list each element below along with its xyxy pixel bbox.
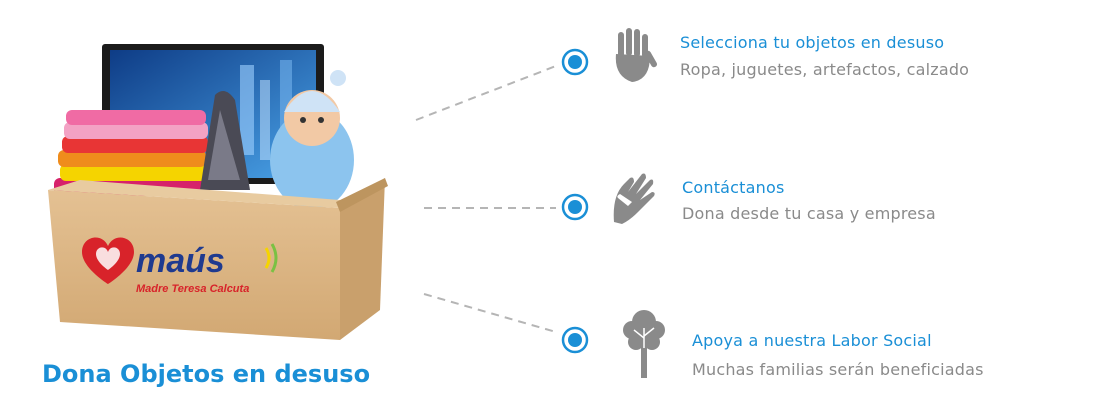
page-caption: Dona Objetos en desuso	[42, 360, 371, 388]
helping-hands-icon	[613, 173, 655, 224]
connector-line-1	[415, 65, 557, 121]
step-1-title: Selecciona tu objetos en desuso	[680, 33, 945, 52]
step-1-bullet	[561, 48, 589, 76]
hand-icon	[615, 28, 657, 82]
brand-tagline: Madre Teresa Calcuta	[136, 283, 249, 295]
maus-logo: maús Madre Teresa Calcuta	[82, 237, 278, 295]
step-3-bullet	[561, 326, 589, 354]
iron-image	[200, 91, 250, 190]
donation-box-illustration: maús Madre Teresa Calcuta	[48, 44, 388, 340]
baby-doll-image	[270, 70, 354, 210]
step-3-description: Muchas familias serán beneficiadas	[692, 360, 984, 379]
brand-name: maús	[136, 242, 225, 280]
cardboard-box-image	[48, 178, 388, 340]
tree-icon	[623, 310, 665, 378]
step-1-description: Ropa, juguetes, artefactos, calzado	[680, 60, 970, 79]
step-2-description: Dona desde tu casa y empresa	[682, 204, 936, 223]
step-2-title: Contáctanos	[682, 178, 785, 197]
connector-line-3	[423, 293, 557, 333]
step-3-title: Apoya a nuestra Labor Social	[692, 331, 932, 350]
step-2-bullet	[561, 193, 589, 221]
